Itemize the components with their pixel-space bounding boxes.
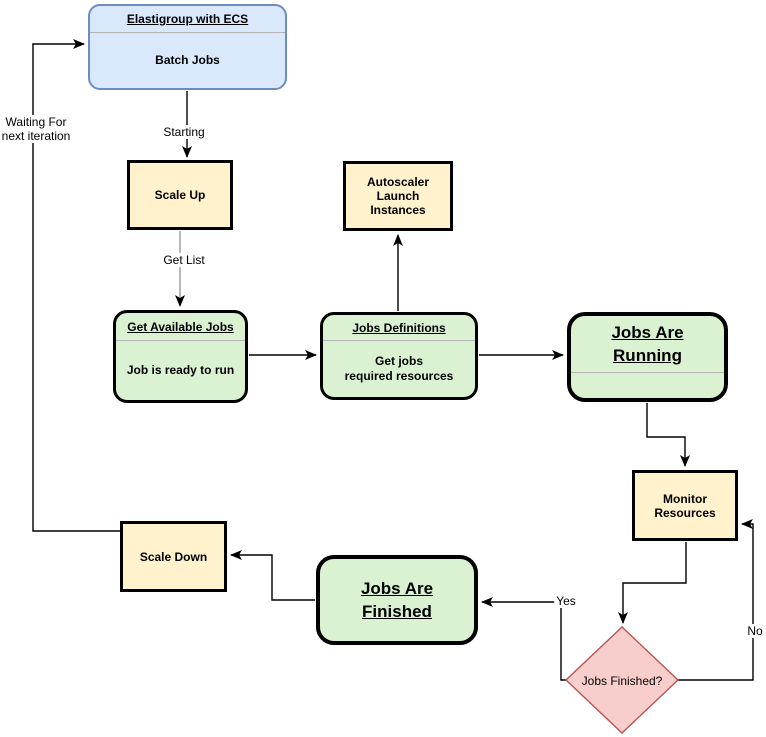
node-get-available-jobs-title: Get Available Jobs [116, 313, 245, 341]
node-jobs-are-finished: Jobs Are Finished [316, 555, 478, 645]
node-autoscaler-line1: Autoscaler [366, 175, 430, 189]
node-jobs-definitions-body-line2: required resources [344, 369, 454, 383]
edge-jobs-are-running-to-monitor [646, 403, 690, 467]
node-jobs-are-finished-label: Jobs Are Finished [320, 559, 474, 641]
node-scale-up: Scale Up [127, 160, 233, 230]
node-monitor-resources-label: Monitor Resources [635, 473, 735, 538]
edge-label-starting: Starting [161, 125, 207, 139]
node-jobs-are-finished-line1: Jobs Are [360, 579, 434, 598]
edge-decision-to-monitor-no [678, 519, 754, 681]
node-jobs-are-running-body [571, 373, 724, 398]
node-autoscaler-label: Autoscaler Launch Instances [346, 164, 450, 228]
node-jobs-definitions: Jobs Definitions Get jobs required resou… [320, 312, 478, 400]
node-jobs-definitions-body-line1: Get jobs [374, 354, 423, 368]
node-jobs-are-running-line1: Jobs Are [611, 323, 684, 342]
node-monitor-resources-line1: Monitor [663, 491, 707, 506]
node-autoscaler-line3: Instances [370, 203, 426, 217]
edge-decision-to-jobs-are-finished [481, 597, 566, 681]
node-jobs-are-running-line2: Running [613, 346, 682, 365]
node-jobs-are-finished-line2: Finished [362, 602, 432, 621]
node-scale-down-label: Scale Down [139, 549, 208, 564]
node-scale-up-label: Scale Up [154, 188, 206, 202]
edge-jobs-are-finished-to-scale-down [230, 550, 315, 601]
edge-label-no: No [745, 624, 765, 638]
node-monitor-resources: Monitor Resources [632, 470, 738, 541]
node-jobs-are-running-title: Jobs Are Running [571, 316, 724, 373]
node-elastigroup-title: Elastigroup with ECS [90, 6, 285, 33]
node-jobs-definitions-title: Jobs Definitions [323, 315, 475, 341]
node-get-available-jobs: Get Available Jobs Job is ready to run [113, 310, 248, 403]
edge-label-yes: Yes [554, 594, 578, 608]
edge-monitor-to-decision [618, 542, 687, 624]
node-elastigroup-body: Batch Jobs [155, 53, 220, 67]
node-jobs-are-running: Jobs Are Running [567, 312, 728, 402]
decision-label: Jobs Finished? [581, 674, 663, 688]
edge-label-waiting: Waiting For next iteration [0, 115, 73, 143]
edge-label-waiting-line2: next iteration [1, 129, 71, 143]
node-scale-down: Scale Down [120, 521, 227, 592]
edge-label-get-list: Get List [161, 253, 207, 267]
node-elastigroup: Elastigroup with ECS Batch Jobs [88, 4, 287, 90]
edge-label-waiting-line1: Waiting For [5, 115, 67, 129]
node-autoscaler-line2: Launch [376, 189, 420, 203]
node-jobs-definitions-body: Get jobs required resources [323, 341, 475, 397]
node-monitor-resources-line2: Resources [654, 505, 716, 520]
node-autoscaler: Autoscaler Launch Instances [343, 161, 453, 231]
node-get-available-jobs-body: Job is ready to run [126, 363, 235, 377]
